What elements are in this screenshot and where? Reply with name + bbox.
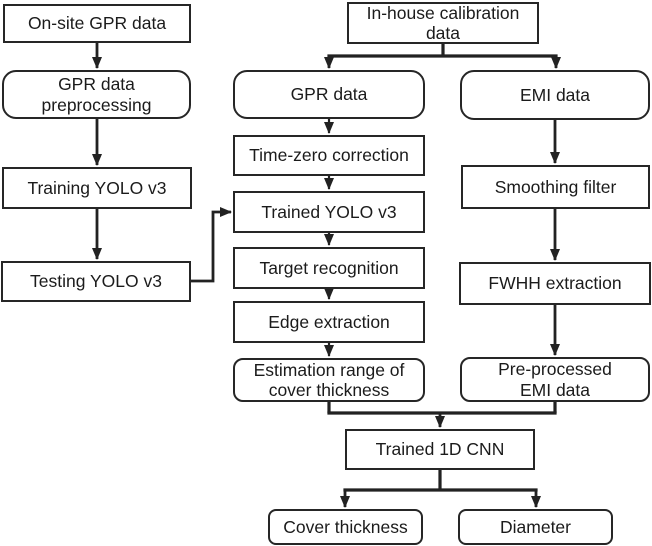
- node-label: Estimation range of cover thickness: [253, 359, 405, 400]
- node-edge-extraction: Edge extraction: [233, 301, 425, 343]
- node-trained-yolo-v3: Trained YOLO v3: [233, 191, 425, 233]
- node-label: GPR data preprocessing: [41, 74, 152, 115]
- node-target-recognition: Target recognition: [233, 247, 425, 289]
- node-label: GPR data: [290, 84, 368, 105]
- node-label: Edge extraction: [268, 311, 390, 332]
- node-label: Trained 1D CNN: [375, 439, 505, 460]
- node-label: Target recognition: [259, 257, 399, 278]
- node-label: Testing YOLO v3: [30, 271, 162, 292]
- node-label: Pre-processed EMI data: [498, 359, 612, 400]
- node-estimation-range-of-cover-thickness: Estimation range of cover thickness: [233, 358, 425, 402]
- node-gpr-data-preprocessing: GPR data preprocessing: [2, 70, 191, 119]
- node-smoothing-filter: Smoothing filter: [461, 165, 650, 209]
- node-cover-thickness: Cover thickness: [268, 509, 423, 545]
- node-in-house-calibration-data: In-house calibration data: [347, 2, 539, 44]
- node-diameter: Diameter: [458, 509, 613, 545]
- node-label: Training YOLO v3: [27, 177, 167, 198]
- node-trained-1d-cnn: Trained 1D CNN: [345, 429, 535, 470]
- edge-testing-to-trained-yolo: [191, 207, 232, 283]
- node-gpr-data: GPR data: [233, 70, 425, 119]
- node-emi-data: EMI data: [460, 70, 650, 120]
- node-testing-yolo-v3: Testing YOLO v3: [1, 261, 191, 302]
- node-time-zero-correction: Time-zero correction: [233, 135, 425, 176]
- node-label: FWHH extraction: [488, 273, 622, 294]
- node-fwhh-extraction: FWHH extraction: [459, 262, 651, 305]
- node-pre-processed-emi-data: Pre-processed EMI data: [460, 357, 650, 402]
- node-label: Time-zero correction: [249, 145, 409, 166]
- node-label: In-house calibration data: [366, 2, 520, 43]
- node-label: Diameter: [500, 516, 571, 537]
- node-label: Cover thickness: [283, 516, 408, 537]
- node-label: On-site GPR data: [27, 13, 167, 34]
- node-label: Trained YOLO v3: [261, 201, 397, 222]
- node-onsite-gpr-data: On-site GPR data: [3, 4, 191, 43]
- node-training-yolo-v3: Training YOLO v3: [2, 167, 192, 209]
- node-label: Smoothing filter: [494, 176, 617, 197]
- node-label: EMI data: [519, 84, 591, 105]
